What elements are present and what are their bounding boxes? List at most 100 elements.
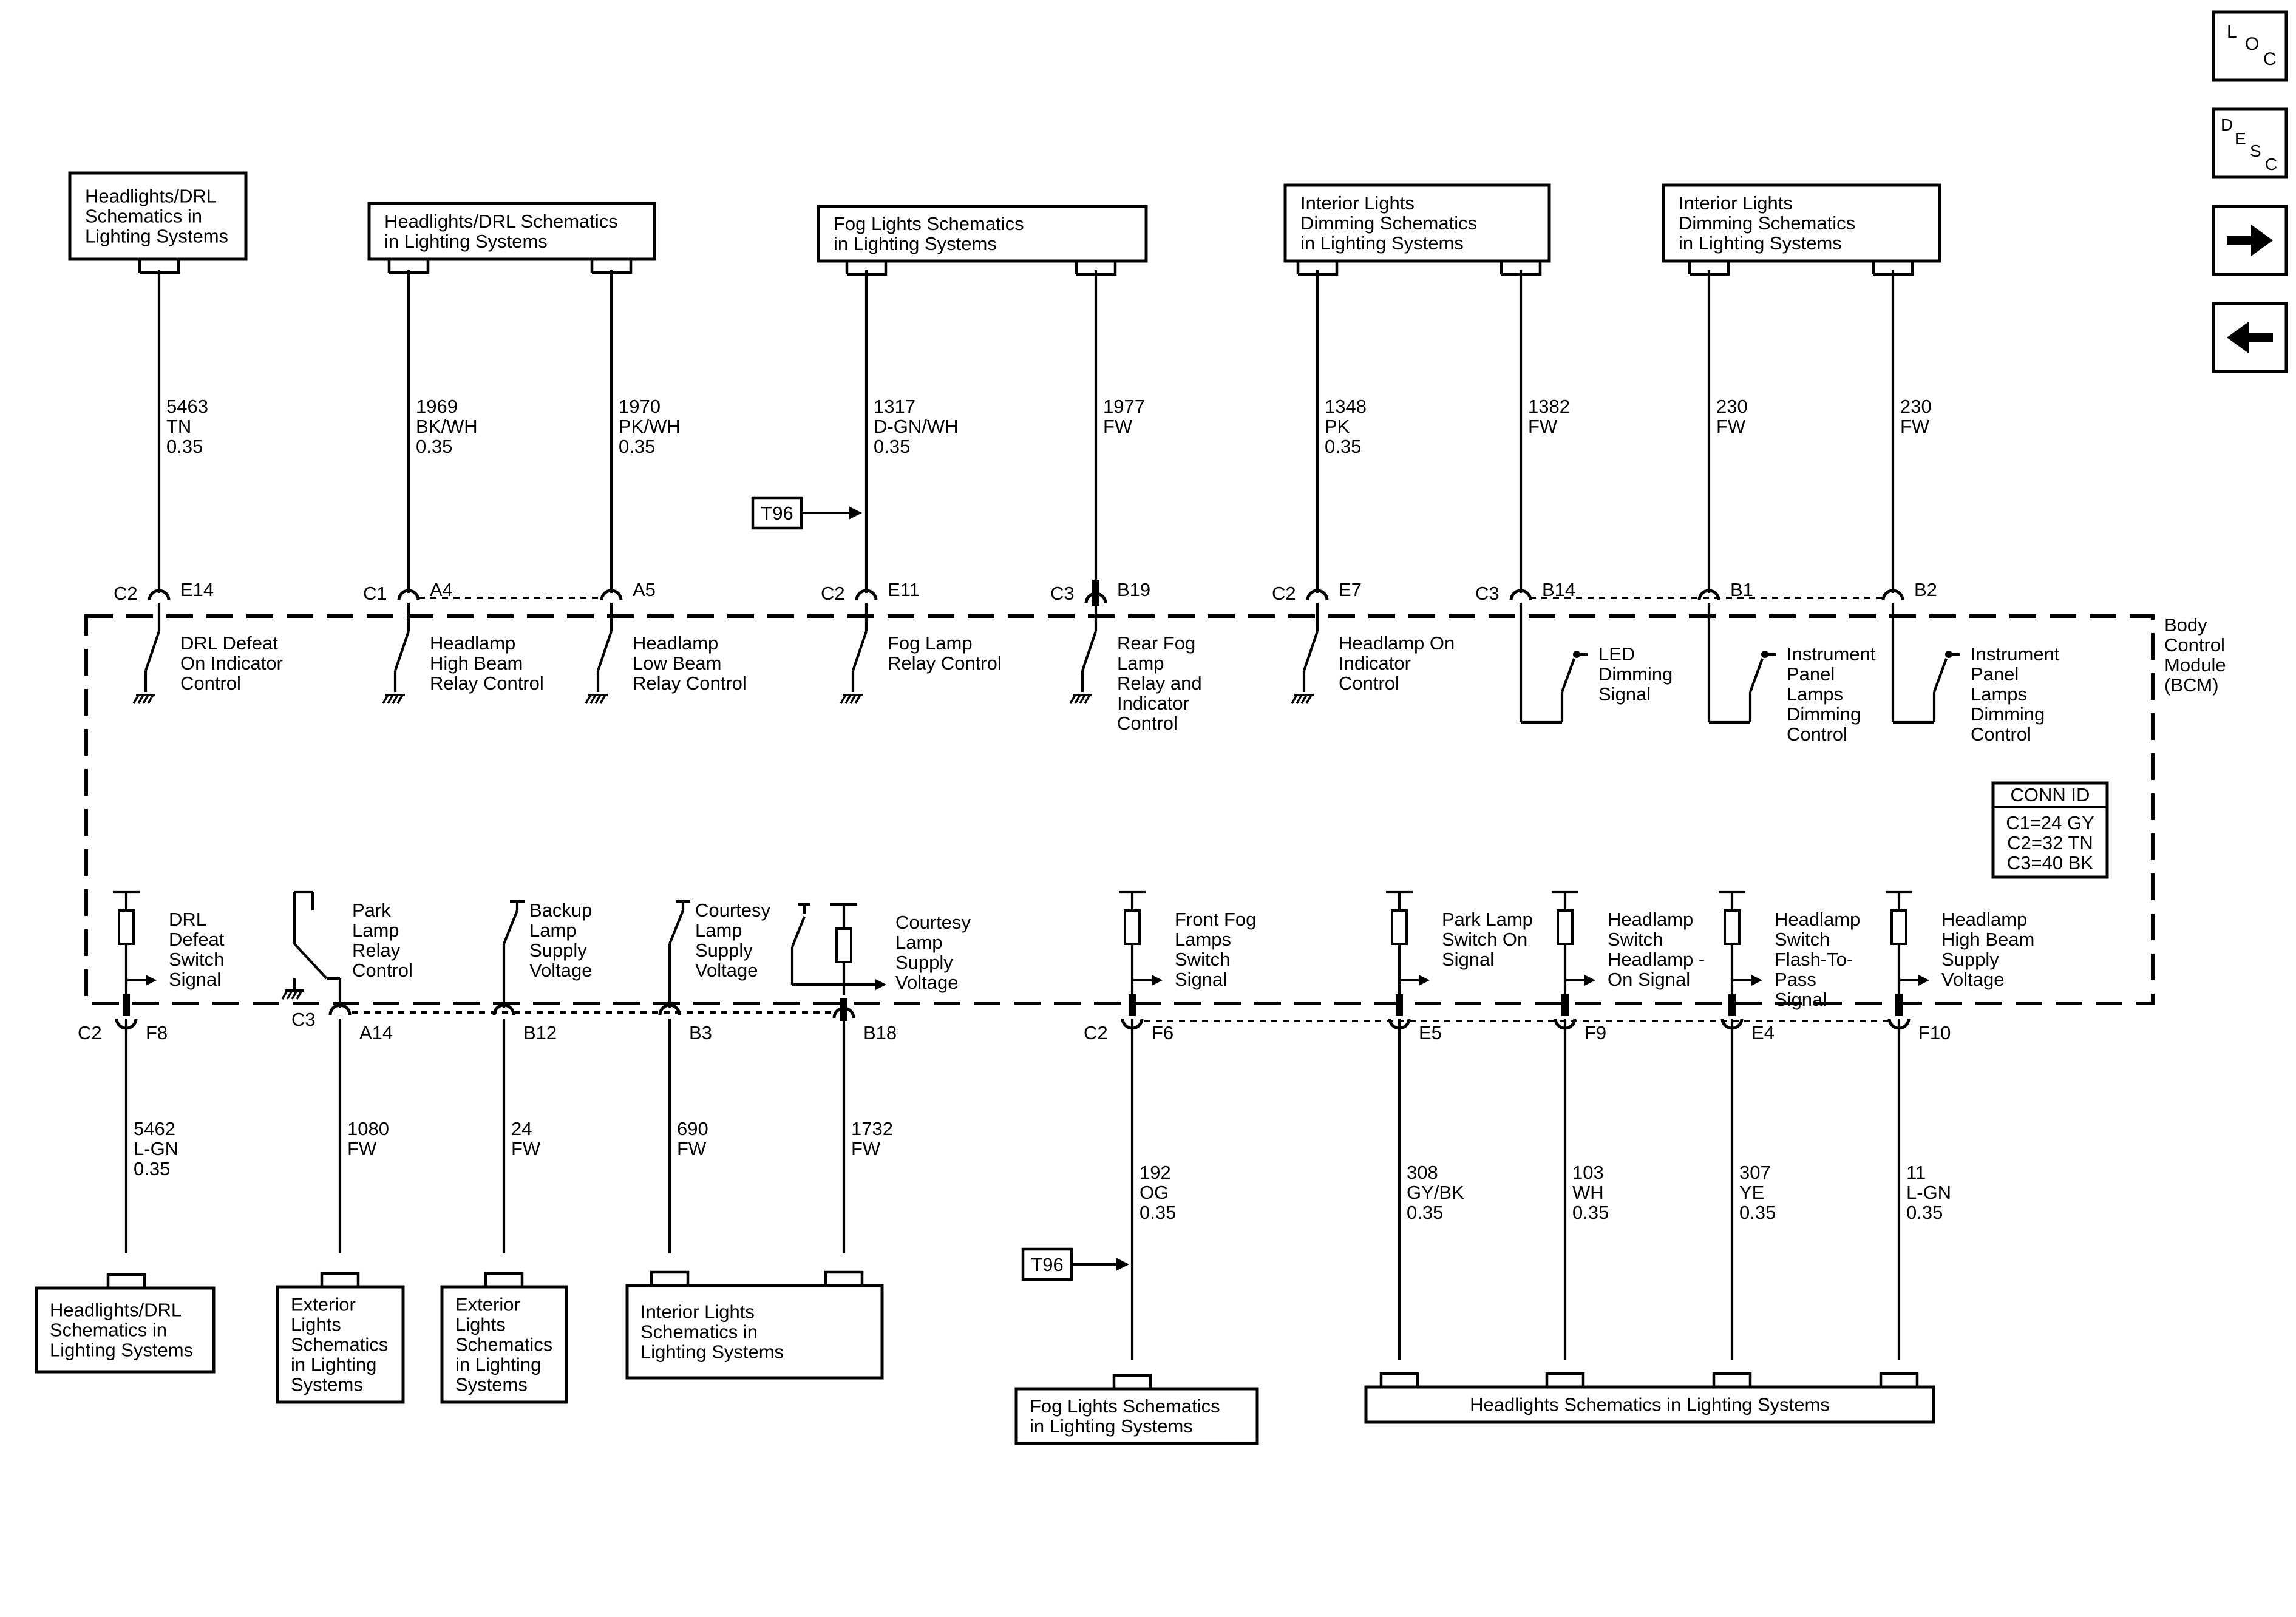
connector-tab: [106, 1273, 146, 1288]
wire-spec: L-GN: [134, 1138, 178, 1159]
circuit-function: Headlamp: [633, 632, 718, 654]
loc-letter: O: [2245, 34, 2259, 54]
button-frame: [2212, 10, 2288, 82]
wire-spec: PK/WH: [619, 416, 681, 437]
circuit-function: Headlamp -: [1608, 949, 1705, 970]
circuit-function: Park Lamp: [1442, 909, 1533, 930]
button-frame: [2212, 205, 2288, 276]
arrow-head-icon: [1751, 975, 1762, 986]
circuit-function: Courtesy: [895, 912, 971, 933]
switch-blade: [144, 631, 160, 671]
circuit-function: Dimming: [1598, 663, 1673, 685]
connector-label: C2: [821, 583, 845, 604]
male-terminal: [1895, 994, 1903, 1016]
resistor-icon: [1890, 909, 1907, 945]
connector-label: C3: [291, 1009, 316, 1030]
bcm-name-label: Module: [2164, 654, 2226, 676]
female-terminal: [115, 1018, 138, 1030]
connector-label: C2: [78, 1022, 102, 1043]
loc-button[interactable]: LOC: [2212, 10, 2288, 82]
wire-spec: FW: [851, 1138, 881, 1159]
wire-spec: 307: [1739, 1162, 1771, 1183]
connector-tab: [1545, 1372, 1585, 1387]
reference-frame: [625, 1284, 884, 1380]
connector-label: C3: [1050, 583, 1075, 604]
wire-spec: 24: [511, 1118, 532, 1139]
circuit-function: Voltage: [1941, 969, 2004, 990]
reference-text: Schematics in: [85, 206, 202, 227]
wire-spec: 0.35: [416, 436, 452, 457]
circuit-function: Switch: [169, 949, 224, 970]
wire-spec: 1348: [1325, 396, 1367, 417]
pin-label: E5: [1419, 1022, 1442, 1043]
connector-tab: [824, 1270, 864, 1286]
circuit-function: Indicator: [1117, 693, 1189, 714]
switch-blade: [852, 631, 868, 671]
wire-spec: L-GN: [1906, 1182, 1951, 1203]
connector-tab: [1075, 261, 1117, 276]
reference-frame: [1014, 1387, 1259, 1445]
wire-spec: 1080: [347, 1118, 389, 1139]
wire-spec: FW: [1900, 416, 1930, 437]
wire-spec: 0.35: [1407, 1202, 1443, 1223]
switch-blade: [668, 910, 684, 944]
reference-frame: [1283, 183, 1551, 263]
circuit-function: Lamp: [895, 932, 943, 953]
circuit-function: Backup: [529, 900, 592, 921]
ground-icon: [1069, 694, 1092, 704]
prev-button[interactable]: [2212, 302, 2288, 373]
reference-text: Headlights/DRL Schematics: [384, 211, 618, 232]
circuit-function: Flash-To-: [1775, 949, 1853, 970]
arrow-head-icon: [146, 975, 157, 986]
wire-spec: 0.35: [1325, 436, 1361, 457]
reference-frame: [367, 202, 656, 261]
button-frame: [2212, 302, 2288, 373]
circuit-function: Panel: [1787, 663, 1835, 685]
wire-spec: 0.35: [1906, 1202, 1943, 1223]
bottom-reference-box-6[interactable]: Headlights Schematics in Lighting System…: [1364, 1372, 1935, 1424]
button-frame: [2212, 107, 2288, 179]
circuit-function: Supply: [1941, 949, 1999, 970]
pin-label: E7: [1339, 579, 1362, 600]
wire-spec: BK/WH: [416, 416, 478, 437]
circuit-function: DRL Defeat: [180, 632, 278, 654]
circuit-function: Switch On: [1442, 929, 1527, 950]
reference-text: Headlights/DRL: [85, 186, 217, 207]
reference-frame: [817, 205, 1148, 263]
circuit-function: Signal: [169, 969, 221, 990]
reference-text: Interior Lights: [640, 1301, 755, 1323]
wire-spec: D-GN/WH: [874, 416, 958, 437]
next-button[interactable]: [2212, 205, 2288, 276]
circuit-function: Lamp: [1117, 653, 1164, 674]
wire-spec: 0.35: [134, 1158, 170, 1179]
reference-tag-t96[interactable]: T96: [1021, 1247, 1129, 1281]
pin-label: F6: [1152, 1022, 1173, 1043]
desc-letter: E: [2235, 129, 2246, 148]
reference-text: in Lighting Systems: [834, 233, 997, 254]
female-terminal: [1881, 589, 1904, 601]
pin-label: B18: [863, 1022, 897, 1043]
connector-tab: [1872, 261, 1914, 276]
desc-letter: S: [2250, 141, 2261, 160]
reference-tag-t96[interactable]: T96: [751, 496, 862, 530]
wire-spec: 0.35: [1739, 1202, 1776, 1223]
circuit-function: Pass: [1775, 969, 1816, 990]
ground-icon: [382, 694, 405, 704]
